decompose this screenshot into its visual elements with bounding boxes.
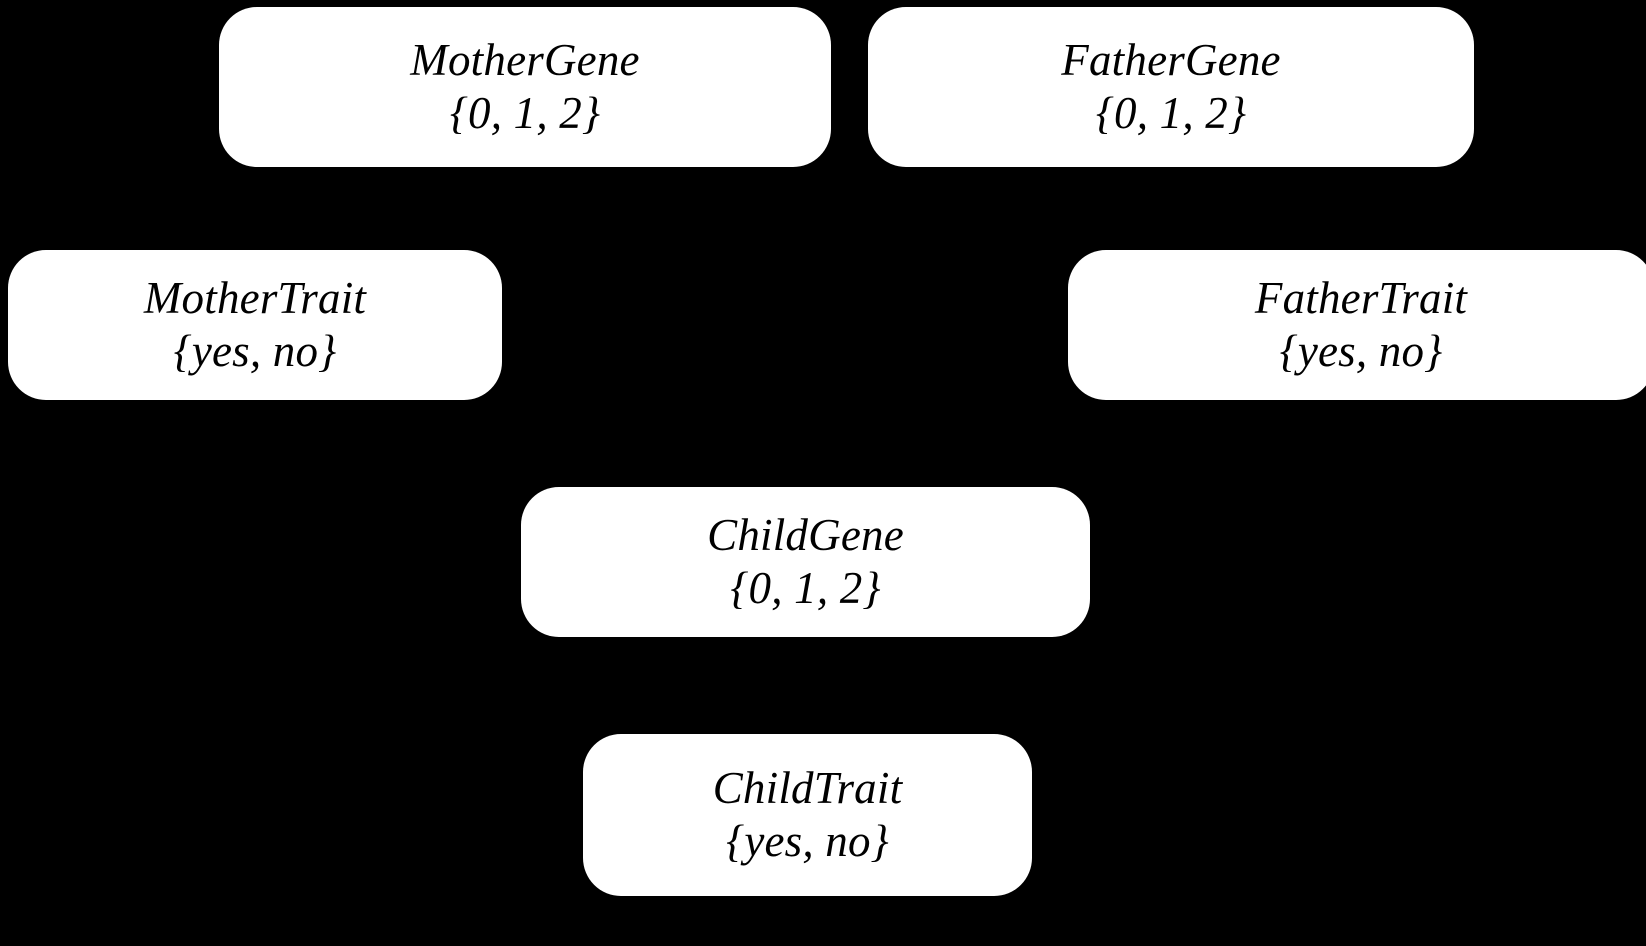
node-father-trait[interactable]: FatherTrait {yes, no} xyxy=(1068,250,1646,400)
node-father-trait-label: FatherTrait xyxy=(1254,272,1468,323)
node-child-trait[interactable]: ChildTrait {yes, no} xyxy=(583,734,1032,896)
node-mother-trait-domain: {yes, no} xyxy=(173,326,337,376)
node-mother-gene-domain: {0, 1, 2} xyxy=(449,88,601,138)
node-father-gene-domain: {0, 1, 2} xyxy=(1095,88,1247,138)
node-child-gene-label: ChildGene xyxy=(707,509,904,560)
node-child-trait-domain: {yes, no} xyxy=(726,816,889,866)
node-mother-trait-label: MotherTrait xyxy=(143,272,367,323)
node-child-gene[interactable]: ChildGene {0, 1, 2} xyxy=(521,487,1090,637)
node-mother-trait[interactable]: MotherTrait {yes, no} xyxy=(8,250,502,400)
node-father-gene-label: FatherGene xyxy=(1061,34,1281,85)
node-child-gene-domain: {0, 1, 2} xyxy=(730,563,881,613)
node-father-trait-domain: {yes, no} xyxy=(1279,326,1443,376)
node-father-gene[interactable]: FatherGene {0, 1, 2} xyxy=(868,7,1474,167)
node-mother-gene-label: MotherGene xyxy=(410,34,640,85)
node-mother-gene[interactable]: MotherGene {0, 1, 2} xyxy=(219,7,831,167)
node-child-trait-label: ChildTrait xyxy=(712,762,903,813)
